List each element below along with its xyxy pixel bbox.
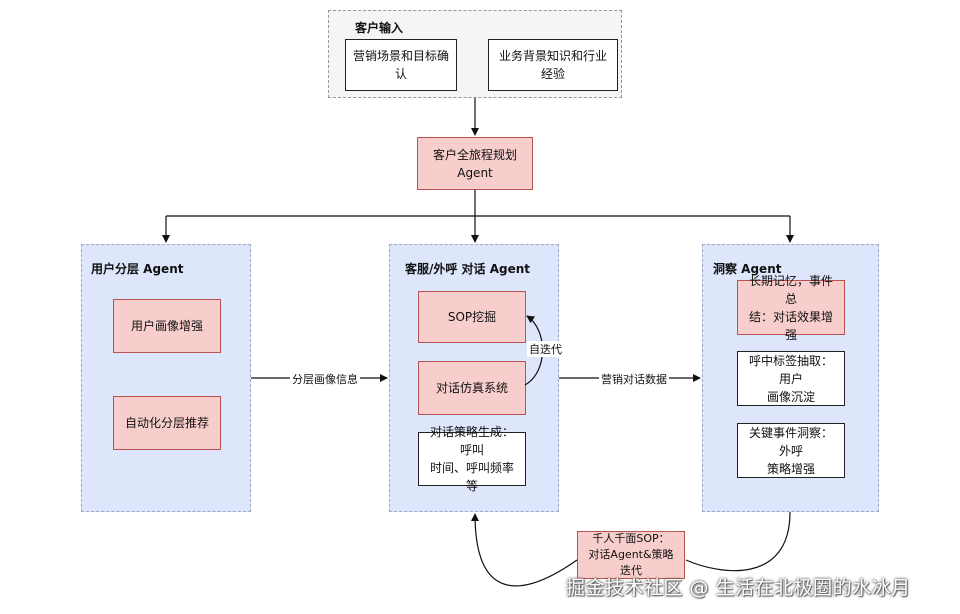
profile-enhance-label: 用户画像增强 [130,319,203,333]
feedback-sop-box: 千人千面SOP： 对话Agent&策略迭代 [577,531,685,579]
event-insight-line2: 策略增强 [766,461,815,476]
memory-line2: 结：对话效果增强 [748,309,833,342]
scenario-goal-box: 营销场景和目标确认 [345,39,457,91]
feedback-line2: 对话Agent&策略迭代 [588,548,674,577]
business-knowledge-label: 业务背景知识和行业经验 [498,49,607,81]
dialog-strategy-line1: 对话策略生成：呼叫 [429,425,514,457]
user-layer-title: 用户分层 Agent [91,262,184,276]
event-insight-line1: 关键事件洞察：外呼 [748,425,833,458]
customer-input-group: 客户输入 营销场景和目标确认 业务背景知识和行业经验 [328,10,622,98]
journey-planner-agent: 客户全旅程规划 Agent [417,137,533,190]
dialog-sim-label: 对话仿真系统 [435,381,508,395]
tag-extract-line1: 呼中标签抽取：用户 [748,353,833,386]
memory-line1: 长期记忆，事件总 [748,273,833,306]
insight-agent-group: 洞察 Agent 长期记忆，事件总 结：对话效果增强 呼中标签抽取：用户 画像沉… [702,244,879,512]
profile-enhance-box: 用户画像增强 [113,299,221,353]
auto-layer-label: 自动化分层推荐 [124,416,209,430]
dialog-strategy-box: 对话策略生成：呼叫 时间、呼叫频率等 [418,425,526,493]
dialog-agent-group: 客服/外呼 对话 Agent SOP挖掘 对话仿真系统 对话策略生成：呼叫 时间… [389,244,559,512]
edge-feedback-left [471,513,578,587]
watermark-text: 掘金技术社区 @ 生活在北极圈的水冰月 [566,577,911,599]
auto-layer-box: 自动化分层推荐 [113,396,221,450]
dialog-agent-title: 客服/外呼 对话 Agent [405,262,531,276]
scenario-goal-label: 营销场景和目标确认 [352,49,449,81]
sop-mining-box: SOP挖掘 [418,291,526,343]
insight-agent-title: 洞察 Agent [713,262,782,276]
memory-box: 长期记忆，事件总 结：对话效果增强 [737,274,845,342]
journey-planner-label: 客户全旅程规划 Agent [432,147,517,180]
feedback-line1: 千人千面SOP： [592,532,670,545]
user-layer-group: 用户分层 Agent 用户画像增强 自动化分层推荐 [81,244,251,512]
business-knowledge-box: 业务背景知识和行业经验 [488,39,618,91]
dialog-strategy-line2: 时间、呼叫频率等 [429,461,514,493]
customer-input-title: 客户输入 [355,21,404,35]
edge-feedback-right [685,511,791,572]
sop-mining-label: SOP挖掘 [447,310,497,324]
tag-extract-line2: 画像沉淀 [766,389,815,404]
dialog-sim-box: 对话仿真系统 [418,361,526,415]
self-iteration-label: 自迭代 [527,341,564,357]
event-insight-box: 关键事件洞察：外呼 策略增强 [737,423,845,478]
tag-extract-box: 呼中标签抽取：用户 画像沉淀 [737,351,845,406]
profile-info-label: 分层画像信息 [290,371,360,387]
marketing-data-label: 营销对话数据 [599,371,669,387]
